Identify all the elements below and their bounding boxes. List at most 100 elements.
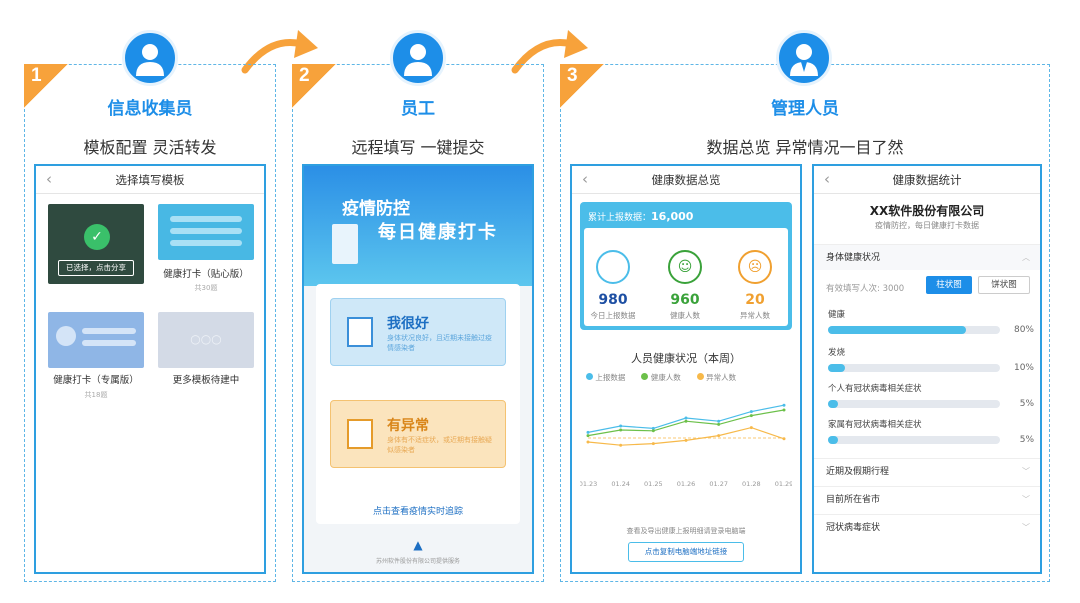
option-ok-button[interactable]: 我很好 身体状况良好，且近期未接触过疫情感染者	[330, 298, 506, 366]
section-physical-health[interactable]: 身体健康状况︿	[814, 244, 1040, 270]
check-icon: ✓	[84, 224, 110, 250]
chart-title: 人员健康状况（本周）	[631, 352, 741, 365]
template-name: 健康打卡（贴心版）	[163, 269, 249, 280]
x-tick-label: 01.25	[644, 480, 663, 488]
back-icon[interactable]: ‹	[582, 170, 588, 188]
section-travel[interactable]: 近期及假期行程﹀	[814, 458, 1040, 484]
chevron-down-icon: ﹀	[1022, 523, 1030, 532]
x-tick-label: 01.28	[742, 480, 761, 488]
health-stats-screen: ‹ 健康数据统计 XX软件股份有限公司 疫情防控，每日健康打卡数据 身体健康状况︿…	[812, 164, 1042, 574]
tab-bar-chart[interactable]: 柱状图	[926, 276, 972, 294]
user-avatar-icon	[776, 30, 832, 86]
health-line-chart: 01.23 01.24 01.25 01.26 01.27 01.28 01.29	[580, 403, 792, 488]
data-point	[684, 438, 688, 442]
progress-bar	[828, 364, 1000, 372]
form-icon	[347, 419, 373, 449]
section-location[interactable]: 目前所在省市﹀	[814, 486, 1040, 512]
stat-label: 今日上报数据	[590, 311, 636, 320]
data-point	[586, 440, 590, 444]
progress-bar	[828, 326, 1000, 334]
data-point	[651, 429, 655, 433]
data-point	[782, 403, 786, 407]
epidemic-tracking-link[interactable]: 点击查看疫情实时追踪	[372, 507, 463, 517]
sad-icon: ☹	[738, 250, 772, 284]
banner-title: 疫情防控	[342, 199, 410, 219]
screen-title: 选择填写模板	[115, 172, 185, 187]
company-subtitle: 疫情防控，每日健康打卡数据	[875, 221, 979, 230]
role-subtitle: 数据总览 异常情况一目了然	[706, 138, 904, 157]
data-point	[717, 434, 721, 438]
template-name: 更多模板待建中	[172, 375, 240, 386]
cumulative-value: 16,000	[651, 210, 694, 223]
data-point	[619, 443, 623, 447]
share-overlay[interactable]: 已选择，点击分享	[58, 260, 134, 276]
x-tick-label: 01.26	[677, 480, 696, 488]
screen-title: 健康数据统计	[892, 172, 962, 187]
section-symptoms[interactable]: 冠状病毒症状﹀	[814, 514, 1040, 540]
export-note: 查看及导出健康上报明细请登录电脑端	[626, 527, 746, 535]
data-point	[684, 416, 688, 420]
data-point	[782, 437, 786, 441]
trend-icon	[596, 250, 630, 284]
progress-bar	[828, 400, 1000, 408]
checkin-screen: 疫情防控 每日健康打卡 我很好 身体状况良好，且近期未接触过疫情感染者 有异常 …	[302, 164, 534, 574]
data-point	[749, 410, 753, 414]
copy-link-button[interactable]: 点击复制电脑端地址链接	[628, 542, 744, 562]
data-point	[586, 430, 590, 434]
banner-subtitle: 每日健康打卡	[378, 222, 498, 243]
data-point	[749, 414, 753, 418]
data-point	[782, 408, 786, 412]
footer-text: 苏州软件股份有限公司提供服务	[375, 558, 460, 565]
chart-legend: 上报数据 健康人数 异常人数	[586, 372, 796, 383]
company-logo-icon: ▲	[413, 538, 423, 552]
user-avatar-icon	[390, 30, 446, 86]
template-count: 共18题	[84, 391, 108, 399]
stat-value: 20	[745, 292, 765, 308]
back-icon[interactable]: ‹	[46, 170, 52, 188]
data-point	[619, 424, 623, 428]
data-point	[717, 419, 721, 423]
screen-title: 健康数据总览	[651, 172, 721, 187]
count-label: 有效填写人次: 3000	[826, 284, 905, 294]
role-subtitle: 模板配置 灵活转发	[83, 138, 217, 157]
template-card-caring[interactable]	[158, 204, 254, 260]
user-avatar-icon	[122, 30, 178, 86]
option-abnormal-button[interactable]: 有异常 身体有不适症状，或近期有接触疑似感染者	[330, 400, 506, 468]
form-icon	[347, 317, 373, 347]
role-title: 员工	[401, 99, 435, 119]
x-tick-label: 01.23	[580, 480, 597, 488]
banner: 疫情防控 每日健康打卡	[304, 166, 532, 286]
step-number-badge: 2	[292, 64, 336, 108]
template-card-exclusive[interactable]	[48, 312, 144, 368]
role-title: 管理人员	[771, 99, 839, 119]
company-name: XX软件股份有限公司	[869, 204, 985, 218]
data-point	[749, 426, 753, 430]
progress-bar	[828, 436, 1000, 444]
stat-label: 健康人数	[670, 311, 700, 320]
data-point	[651, 426, 655, 430]
smile-icon: ☺	[668, 250, 702, 284]
stat-value: 960	[670, 292, 700, 308]
chevron-down-icon: ﹀	[1022, 467, 1030, 476]
step-number-badge: 1	[24, 64, 68, 108]
clipboard-icon	[332, 224, 358, 264]
x-tick-label: 01.24	[611, 480, 630, 488]
data-point	[586, 434, 590, 438]
data-point	[619, 428, 623, 432]
role-title: 信息收集员	[107, 99, 193, 119]
data-point	[717, 422, 721, 426]
chevron-up-icon: ︿	[1022, 253, 1030, 262]
series-line-1	[587, 409, 785, 437]
back-icon[interactable]: ‹	[824, 170, 830, 188]
stat-value: 980	[598, 292, 628, 308]
template-select-screen: ‹选择填写模板 ✓ 已选择，点击分享 健康打卡（贴心版） 共30题 健康打卡（专…	[34, 164, 266, 574]
template-card-general[interactable]: ✓ 已选择，点击分享	[48, 204, 144, 284]
tab-pie-chart[interactable]: 饼状图	[978, 276, 1030, 294]
x-tick-label: 01.27	[709, 480, 728, 488]
step-number-badge: 3	[560, 64, 604, 108]
x-tick-label: 01.29	[775, 480, 792, 488]
template-card-more: ○○○	[158, 312, 254, 368]
health-overview-screen: ‹健康数据总览 累计上报数据：16,000 ☺ ☹ 980 960 20 今日上…	[570, 164, 802, 574]
template-name: 健康打卡（专属版）	[53, 375, 139, 386]
role-subtitle: 远程填写 一键提交	[351, 138, 485, 157]
